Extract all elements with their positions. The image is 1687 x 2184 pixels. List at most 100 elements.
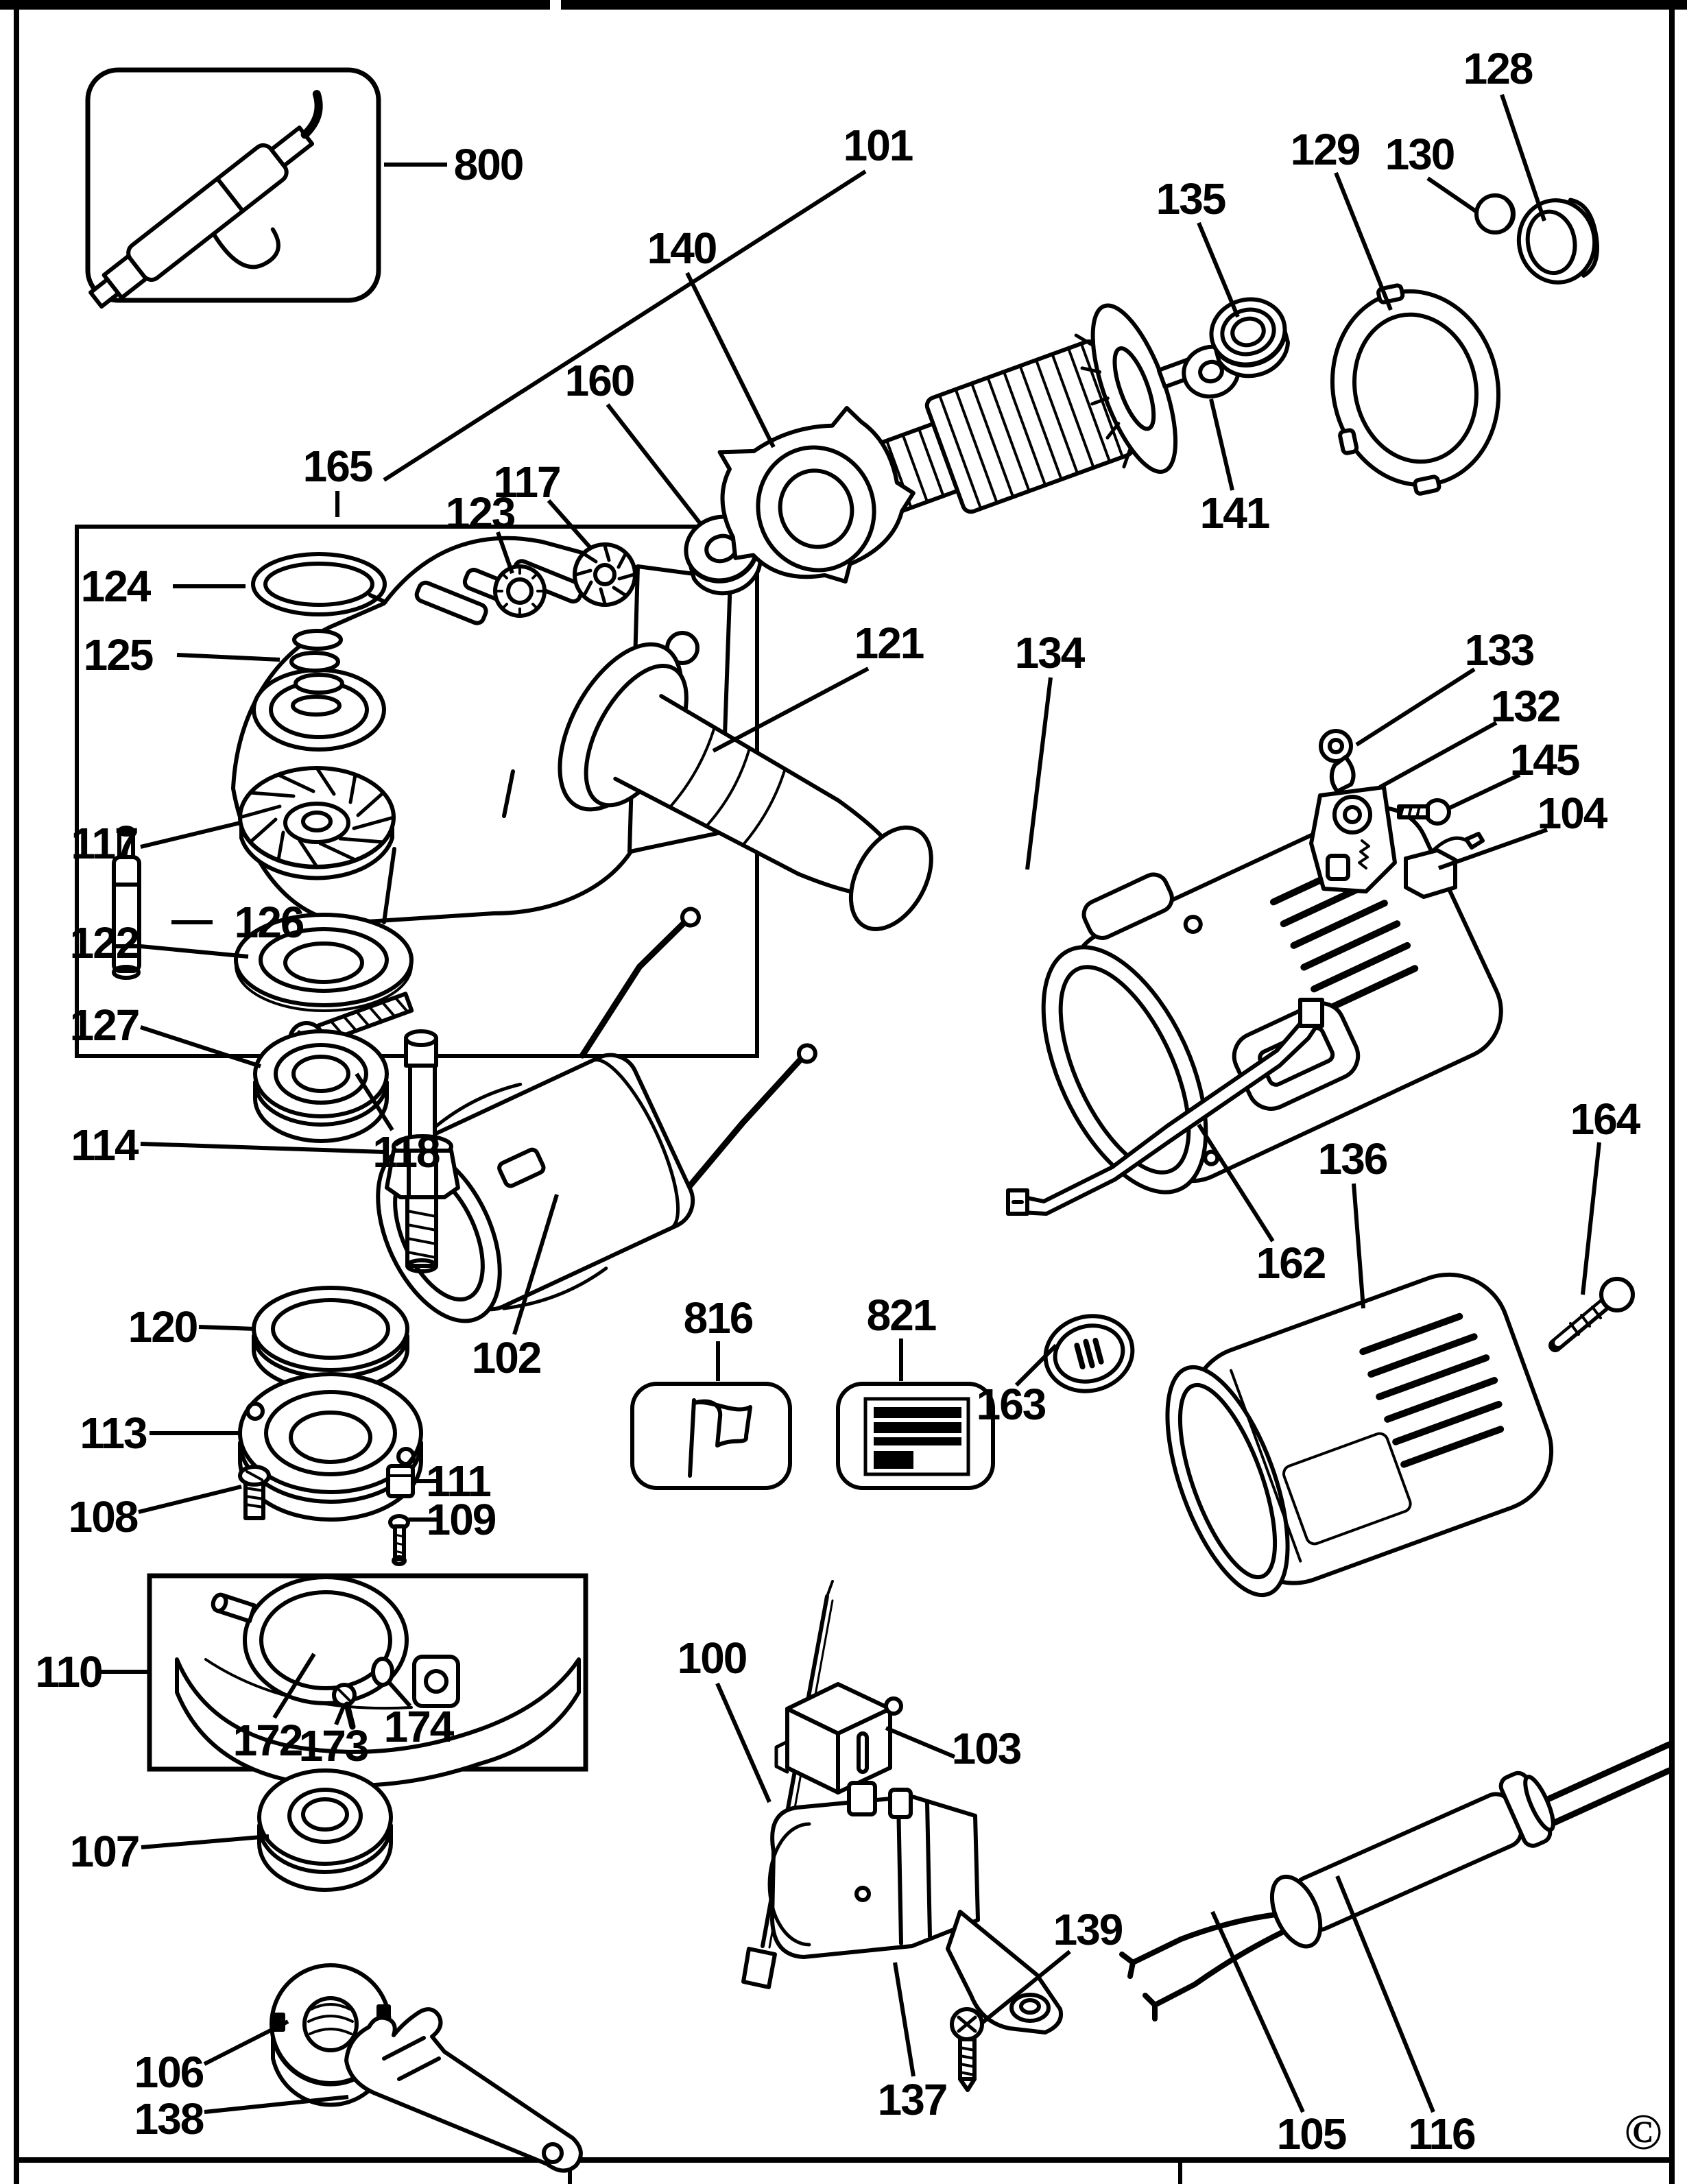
screw-108-drawing xyxy=(238,1465,271,1520)
part-label-100: 100 xyxy=(678,1633,747,1683)
part-label-164: 164 xyxy=(1570,1094,1641,1144)
fan-baffle-drawing xyxy=(717,405,916,584)
inset-box-800 xyxy=(85,67,381,303)
ring-120-drawing xyxy=(252,1286,409,1393)
part-label-126: 126 xyxy=(235,898,304,947)
part-label-125: 125 xyxy=(84,630,153,680)
part-label-129: 129 xyxy=(1291,125,1360,174)
leader-line-108 xyxy=(138,1485,242,1514)
leader-line-127 xyxy=(140,1025,261,1068)
part-label-165: 165 xyxy=(303,442,372,491)
leader-line-145 xyxy=(1446,773,1521,811)
leader-line-139 xyxy=(981,1949,1071,2025)
leader-line-122 xyxy=(140,944,249,959)
part-label-107: 107 xyxy=(70,1827,139,1876)
leader-line-100 xyxy=(715,1682,771,1803)
grease-tube-drawing xyxy=(88,90,323,309)
part-label-821: 821 xyxy=(867,1291,936,1340)
part-label-135: 135 xyxy=(1156,174,1225,224)
part-label-163: 163 xyxy=(977,1380,1046,1429)
screw-139-drawing xyxy=(950,2007,984,2092)
top-border xyxy=(0,0,1687,10)
part-label-103: 103 xyxy=(952,1724,1021,1773)
part-label-134: 134 xyxy=(1015,628,1086,677)
part-label-106: 106 xyxy=(134,2048,204,2097)
spindle-drawing xyxy=(385,1029,460,1273)
flange-cup-drawing xyxy=(1330,283,1501,496)
block-111-drawing xyxy=(386,1464,415,1498)
part-label-137: 137 xyxy=(878,2075,947,2124)
part-label-122: 122 xyxy=(70,918,139,968)
part-label-130: 130 xyxy=(1385,130,1455,179)
label-icon xyxy=(863,1397,970,1476)
bevel-gear-drawing xyxy=(238,766,396,880)
leader-line-173 xyxy=(334,1703,346,1726)
leader-line-125 xyxy=(176,653,280,662)
part-label-127: 127 xyxy=(70,1000,139,1050)
part-label-136: 136 xyxy=(1318,1134,1387,1184)
wheel-guard-drawing xyxy=(175,1575,581,1788)
leader-line-118 xyxy=(355,1072,394,1131)
leader-line-103 xyxy=(885,1726,956,1759)
right-border xyxy=(1669,0,1675,2184)
top-border-gap xyxy=(550,0,561,10)
ring-128-drawing xyxy=(1516,197,1599,285)
lever-133-drawing xyxy=(1319,729,1356,793)
leader-line-172 xyxy=(272,1653,316,1719)
side-handle-drawing xyxy=(558,642,933,931)
inset-box-816 xyxy=(630,1382,792,1490)
inset-box-821 xyxy=(836,1382,995,1490)
leader-line-138 xyxy=(204,2095,349,2114)
leader-line-107 xyxy=(141,1834,270,1849)
leader-line-164 xyxy=(1581,1142,1601,1295)
copyright-mark: © xyxy=(1624,2104,1662,2161)
switch-housing-drawing xyxy=(767,1781,1063,2035)
leader-line-132 xyxy=(1378,721,1498,789)
leader-line-160 xyxy=(606,403,702,524)
leader-line-101 xyxy=(383,169,867,482)
part-label-816: 816 xyxy=(684,1293,753,1343)
bearing-135-drawing xyxy=(1209,297,1290,379)
leader-line-163 xyxy=(1014,1343,1058,1387)
part-label-105: 105 xyxy=(1277,2109,1346,2159)
leader-line-130 xyxy=(1426,176,1477,213)
part-label-162: 162 xyxy=(1256,1238,1326,1288)
spanner-wrench-drawing xyxy=(344,2007,583,2173)
part-label-800: 800 xyxy=(454,140,523,189)
leader-line-137 xyxy=(893,1962,916,2077)
part-label-172: 172 xyxy=(233,1716,302,1765)
screw-164-drawing xyxy=(1548,1277,1635,1352)
leader-line-174 xyxy=(386,1680,412,1707)
part-label-139: 139 xyxy=(1053,1905,1123,1954)
leader-line-114 xyxy=(140,1142,385,1154)
leader-line-117a xyxy=(547,499,593,550)
leader-line-136 xyxy=(1352,1183,1365,1309)
part-label-104: 104 xyxy=(1538,789,1608,838)
dished-washer-drawing xyxy=(234,913,414,1012)
bearing-127-drawing xyxy=(253,1029,389,1143)
part-label-102: 102 xyxy=(472,1333,541,1382)
carbon-brush-drawing xyxy=(1404,832,1485,899)
screw-109-drawing xyxy=(388,1514,410,1566)
o-ring-drawing xyxy=(251,552,387,616)
part-label-133: 133 xyxy=(1465,625,1534,675)
motor-housing-drawing xyxy=(1041,806,1503,1195)
washer-174-drawing xyxy=(371,1657,394,1687)
part-label-117b: 117 xyxy=(71,819,137,868)
part-label-140: 140 xyxy=(647,224,717,273)
part-label-124: 124 xyxy=(81,562,152,611)
leader-line-162 xyxy=(1197,1123,1275,1243)
part-label-116: 116 xyxy=(1408,2109,1475,2159)
part-label-174: 174 xyxy=(384,1702,455,1751)
part-label-132: 132 xyxy=(1491,682,1560,731)
leader-line-105 xyxy=(1210,1910,1305,2113)
part-label-113: 113 xyxy=(80,1408,147,1458)
leader-line-102 xyxy=(512,1194,559,1335)
part-label-128: 128 xyxy=(1463,44,1533,93)
cord-drawing xyxy=(1119,1741,1673,2021)
leader-line-133 xyxy=(1355,667,1476,747)
leader-line-140 xyxy=(685,272,776,448)
